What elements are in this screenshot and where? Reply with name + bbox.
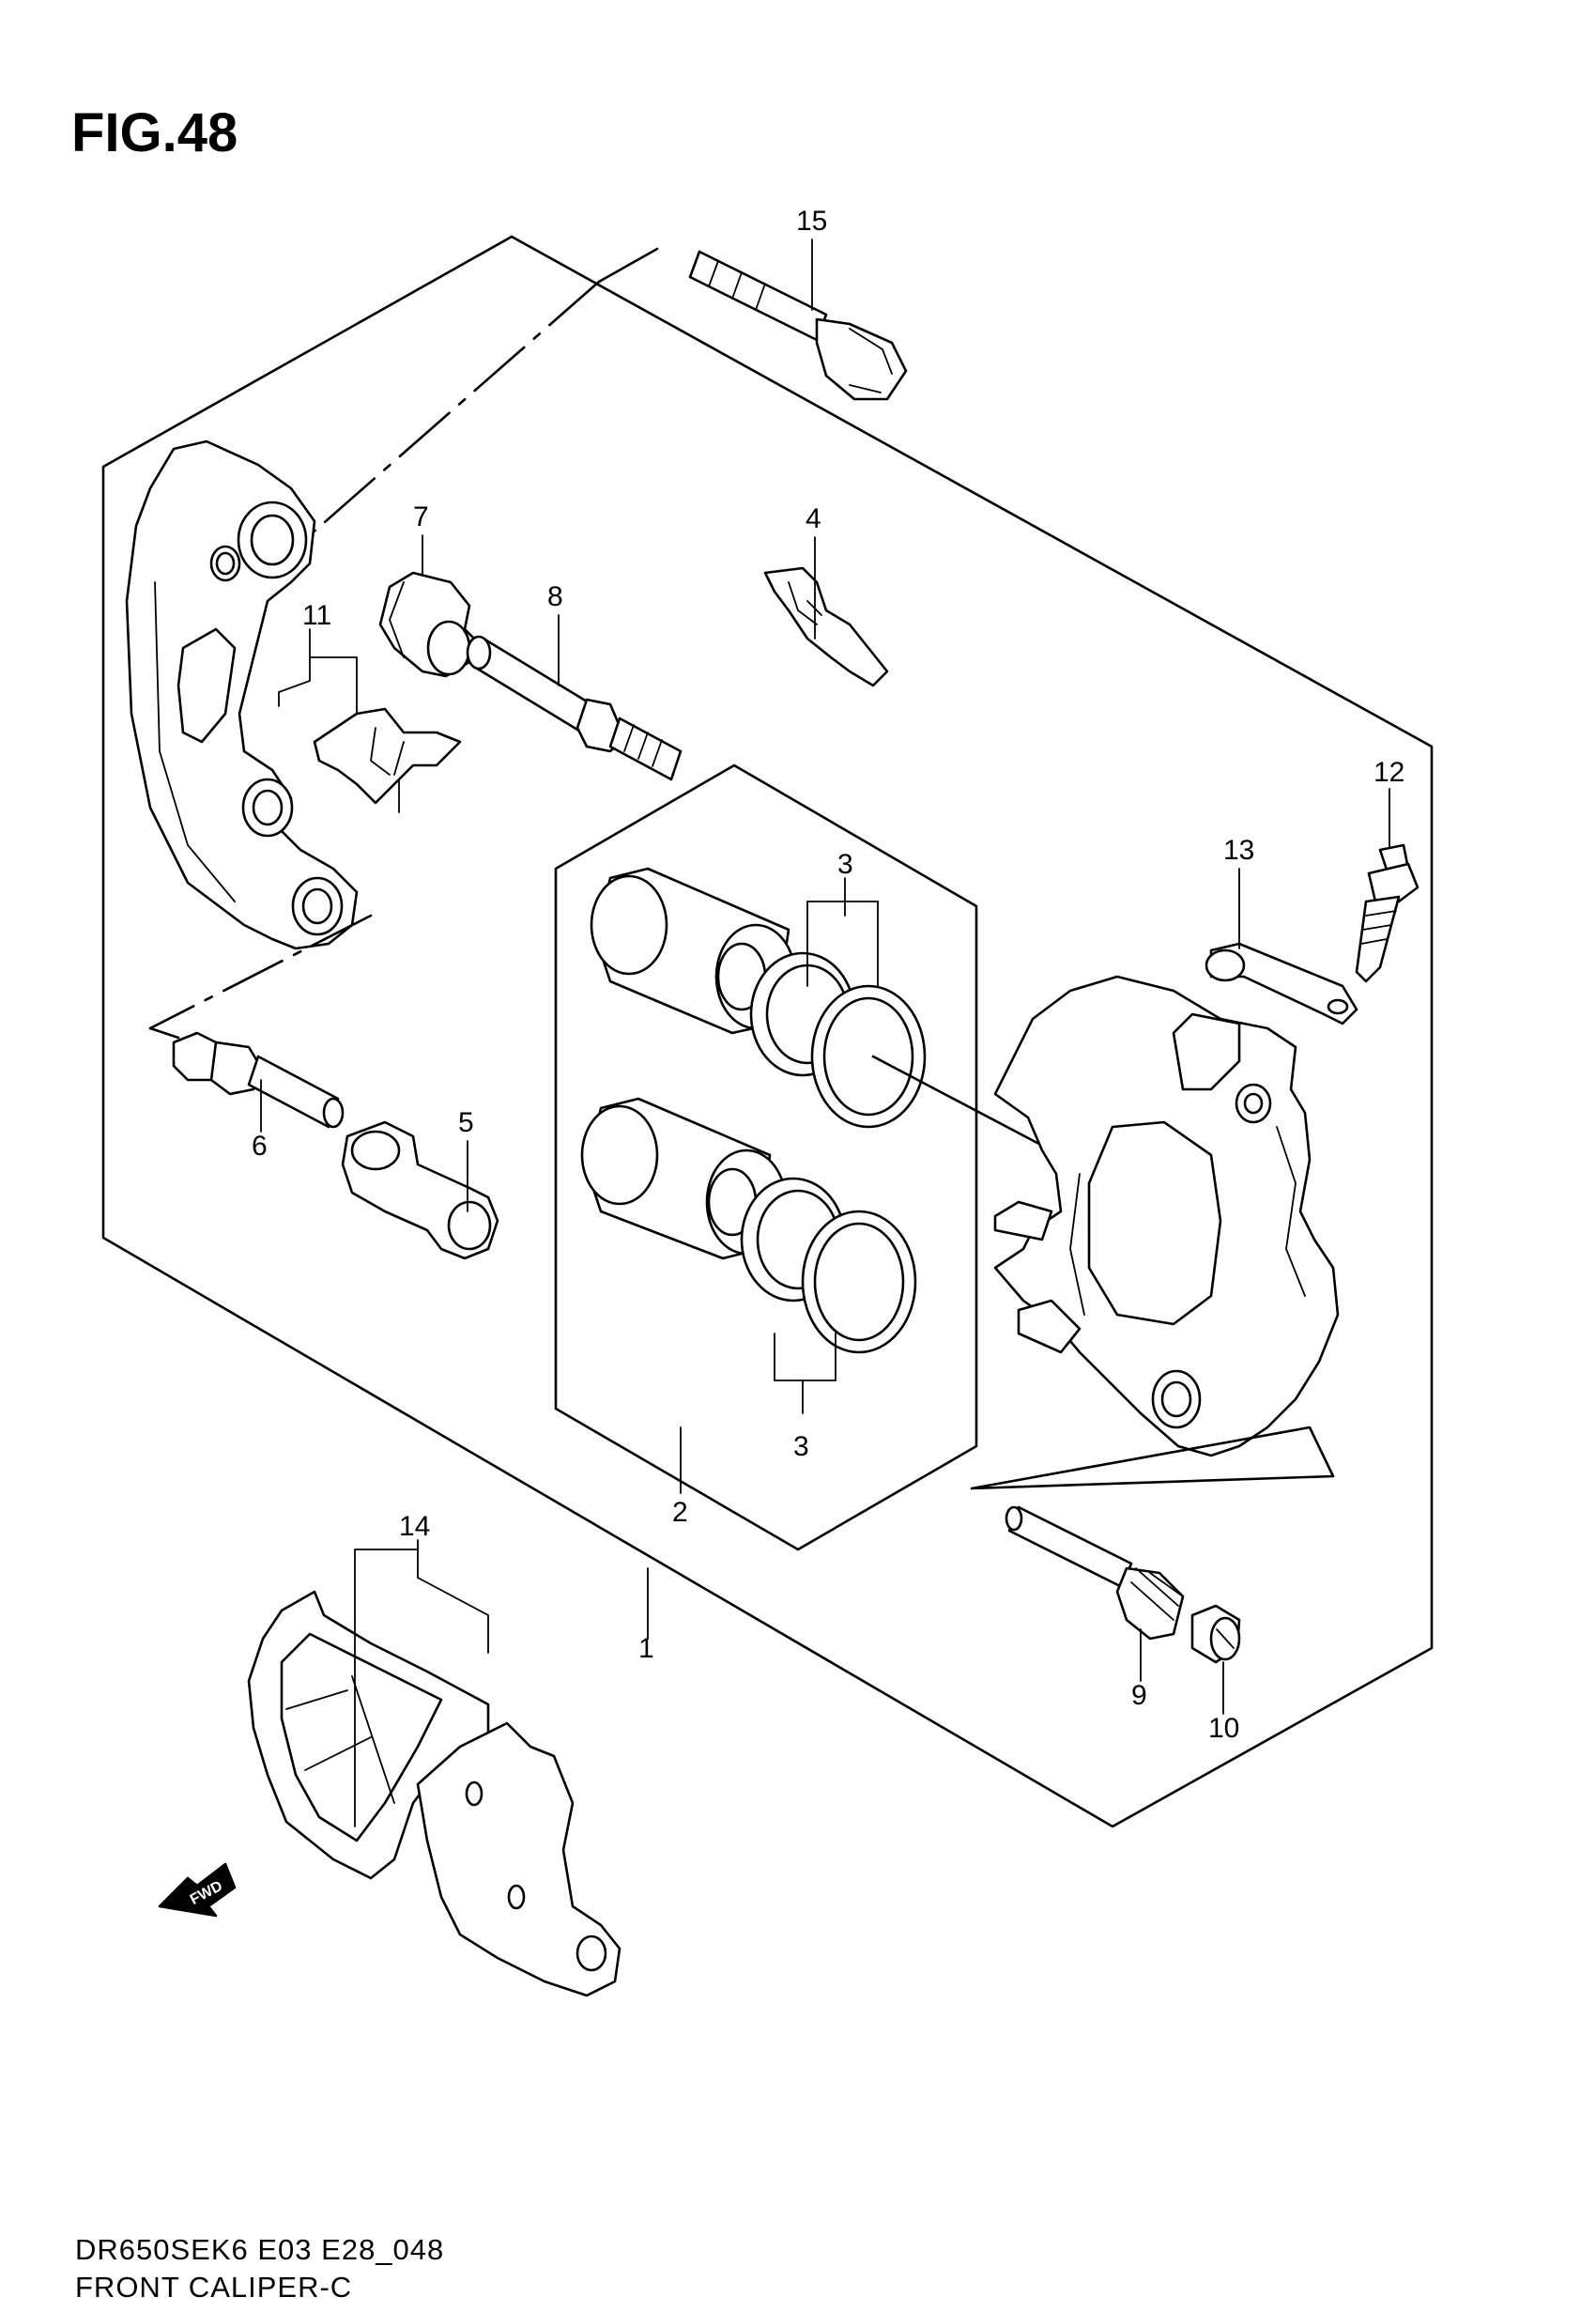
bleeder-12 [1355,843,1420,983]
pad-spring-11 [313,707,462,813]
callout-3a: 3 [837,849,853,880]
leader-bracket-tip [148,1026,180,1040]
callout-15b: 15 [796,206,827,237]
leader-3a-b [844,901,879,987]
figure-title: FIG.48 [71,102,238,163]
callout-11: 11 [302,600,331,631]
figure-caption: FRONT CALIPER-C [75,2271,353,2304]
callout-6: 6 [252,1131,268,1162]
leader-caliper-lower [970,1426,1335,1490]
cap-13 [1205,942,1358,1025]
callout-10: 10 [1208,1713,1239,1744]
callout-14: 14 [399,1511,430,1542]
callout-5: 5 [458,1107,474,1138]
callout-3b: 3 [793,1431,809,1462]
boot-5 [341,1120,499,1260]
seal-lower-outer [801,1210,917,1354]
fwd-arrow: FWD [158,1862,237,1918]
bolt-15 [688,250,908,401]
leader-11-b [309,656,358,715]
boot-7 [378,571,476,678]
callout-1: 1 [638,1633,654,1664]
piston-lower [580,1097,788,1260]
callout-2: 2 [672,1497,688,1528]
leader-3b [774,1333,836,1381]
leader-14 [354,1549,489,1654]
piston-axis-line [871,1055,1053,1152]
pin-6 [172,1031,345,1129]
caliper-bracket [125,439,359,950]
assembly-outline-1 [101,235,1434,1828]
leader-3a [806,901,846,987]
callout-8: 8 [547,581,563,612]
leader-11 [278,656,311,707]
brake-pads-14 [247,1590,622,1997]
cap-10 [1190,1604,1241,1664]
caliper-body [993,975,1340,1457]
leader-15-top [597,247,659,284]
leader-bracket-lower [148,914,373,1030]
callout-12: 12 [1373,757,1404,788]
callout-13: 13 [1223,835,1254,866]
callout-7b: 7 [413,501,429,532]
callout-9: 9 [1131,1680,1147,1711]
model-code: DR650SEK6 E03 E28_048 [75,2233,445,2266]
callout-4: 4 [806,503,821,534]
piston-group-outline-2 [554,763,978,1551]
pin-8 [466,635,683,781]
pin-9 [1005,1505,1185,1641]
seal-upper-outer [810,984,927,1129]
clip-4 [763,566,889,687]
